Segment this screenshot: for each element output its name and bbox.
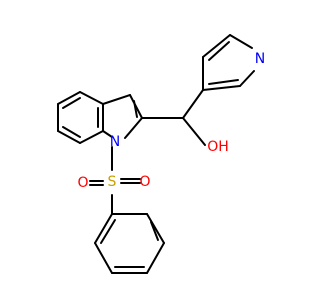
sulfur-label: S (108, 174, 117, 190)
bond (102, 94, 131, 105)
bond (202, 85, 241, 91)
bond (182, 89, 204, 119)
bond (100, 219, 116, 244)
bond (182, 117, 206, 146)
bond (62, 126, 81, 138)
sulfonyl-oxygen-right-label: O (139, 174, 150, 190)
bond (208, 79, 239, 85)
bond (94, 242, 113, 274)
hydroxyl-label: OH (207, 139, 229, 155)
bond (150, 221, 159, 241)
bond (133, 100, 138, 118)
bond (146, 213, 165, 244)
bond (146, 242, 165, 274)
benzene-ring-of-indole (57, 91, 104, 144)
carbinol-linker (141, 89, 206, 146)
bond (102, 130, 113, 138)
bond (62, 97, 81, 109)
bond (124, 117, 143, 139)
bond (229, 34, 253, 49)
bond (79, 130, 104, 144)
molecule-canvas: N N OH S O O (57, 34, 266, 274)
indole-nitrogen-label: N (110, 134, 120, 150)
bond (79, 91, 104, 105)
pyrrole-ring-of-indole (102, 94, 143, 139)
molecule-structure: N N OH S O O (57, 34, 265, 274)
bond (208, 41, 230, 61)
pyridine-ring (202, 34, 255, 91)
pyridine-nitrogen-label: N (255, 51, 265, 67)
bond (94, 213, 113, 244)
bond (57, 130, 81, 144)
bond (202, 34, 231, 58)
bond (57, 91, 81, 105)
phenyl-ring (94, 213, 165, 274)
sulfonyl-oxygen-left-label: O (77, 175, 88, 191)
sulfonyl-group (89, 146, 141, 215)
bond (239, 70, 255, 87)
